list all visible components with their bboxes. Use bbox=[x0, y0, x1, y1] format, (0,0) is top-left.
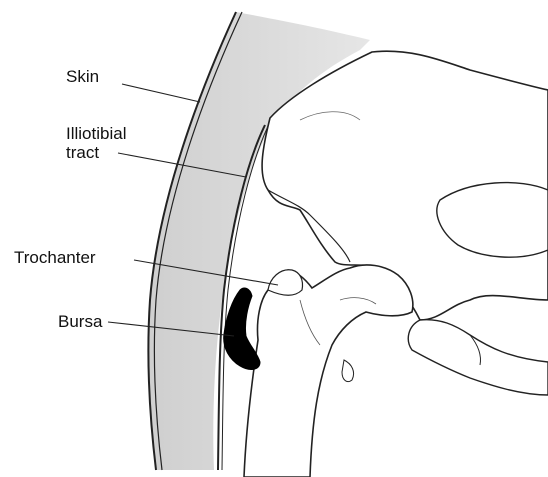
pubic-bone bbox=[408, 320, 548, 395]
trochanter-label: Trochanter bbox=[14, 248, 96, 267]
bursa-label: Bursa bbox=[58, 312, 102, 331]
bursa-shape bbox=[224, 288, 260, 369]
skin-leader-line bbox=[122, 84, 200, 102]
iliotibial-tract-label: Illiotibial tract bbox=[66, 124, 126, 162]
lesser-trochanter bbox=[342, 360, 354, 382]
skin-label: Skin bbox=[66, 67, 99, 86]
iliotibial-label-line1: Illiotibial bbox=[66, 124, 126, 143]
femur-bone bbox=[244, 265, 413, 477]
iliotibial-label-line2: tract bbox=[66, 143, 126, 162]
greater-trochanter bbox=[268, 270, 303, 296]
